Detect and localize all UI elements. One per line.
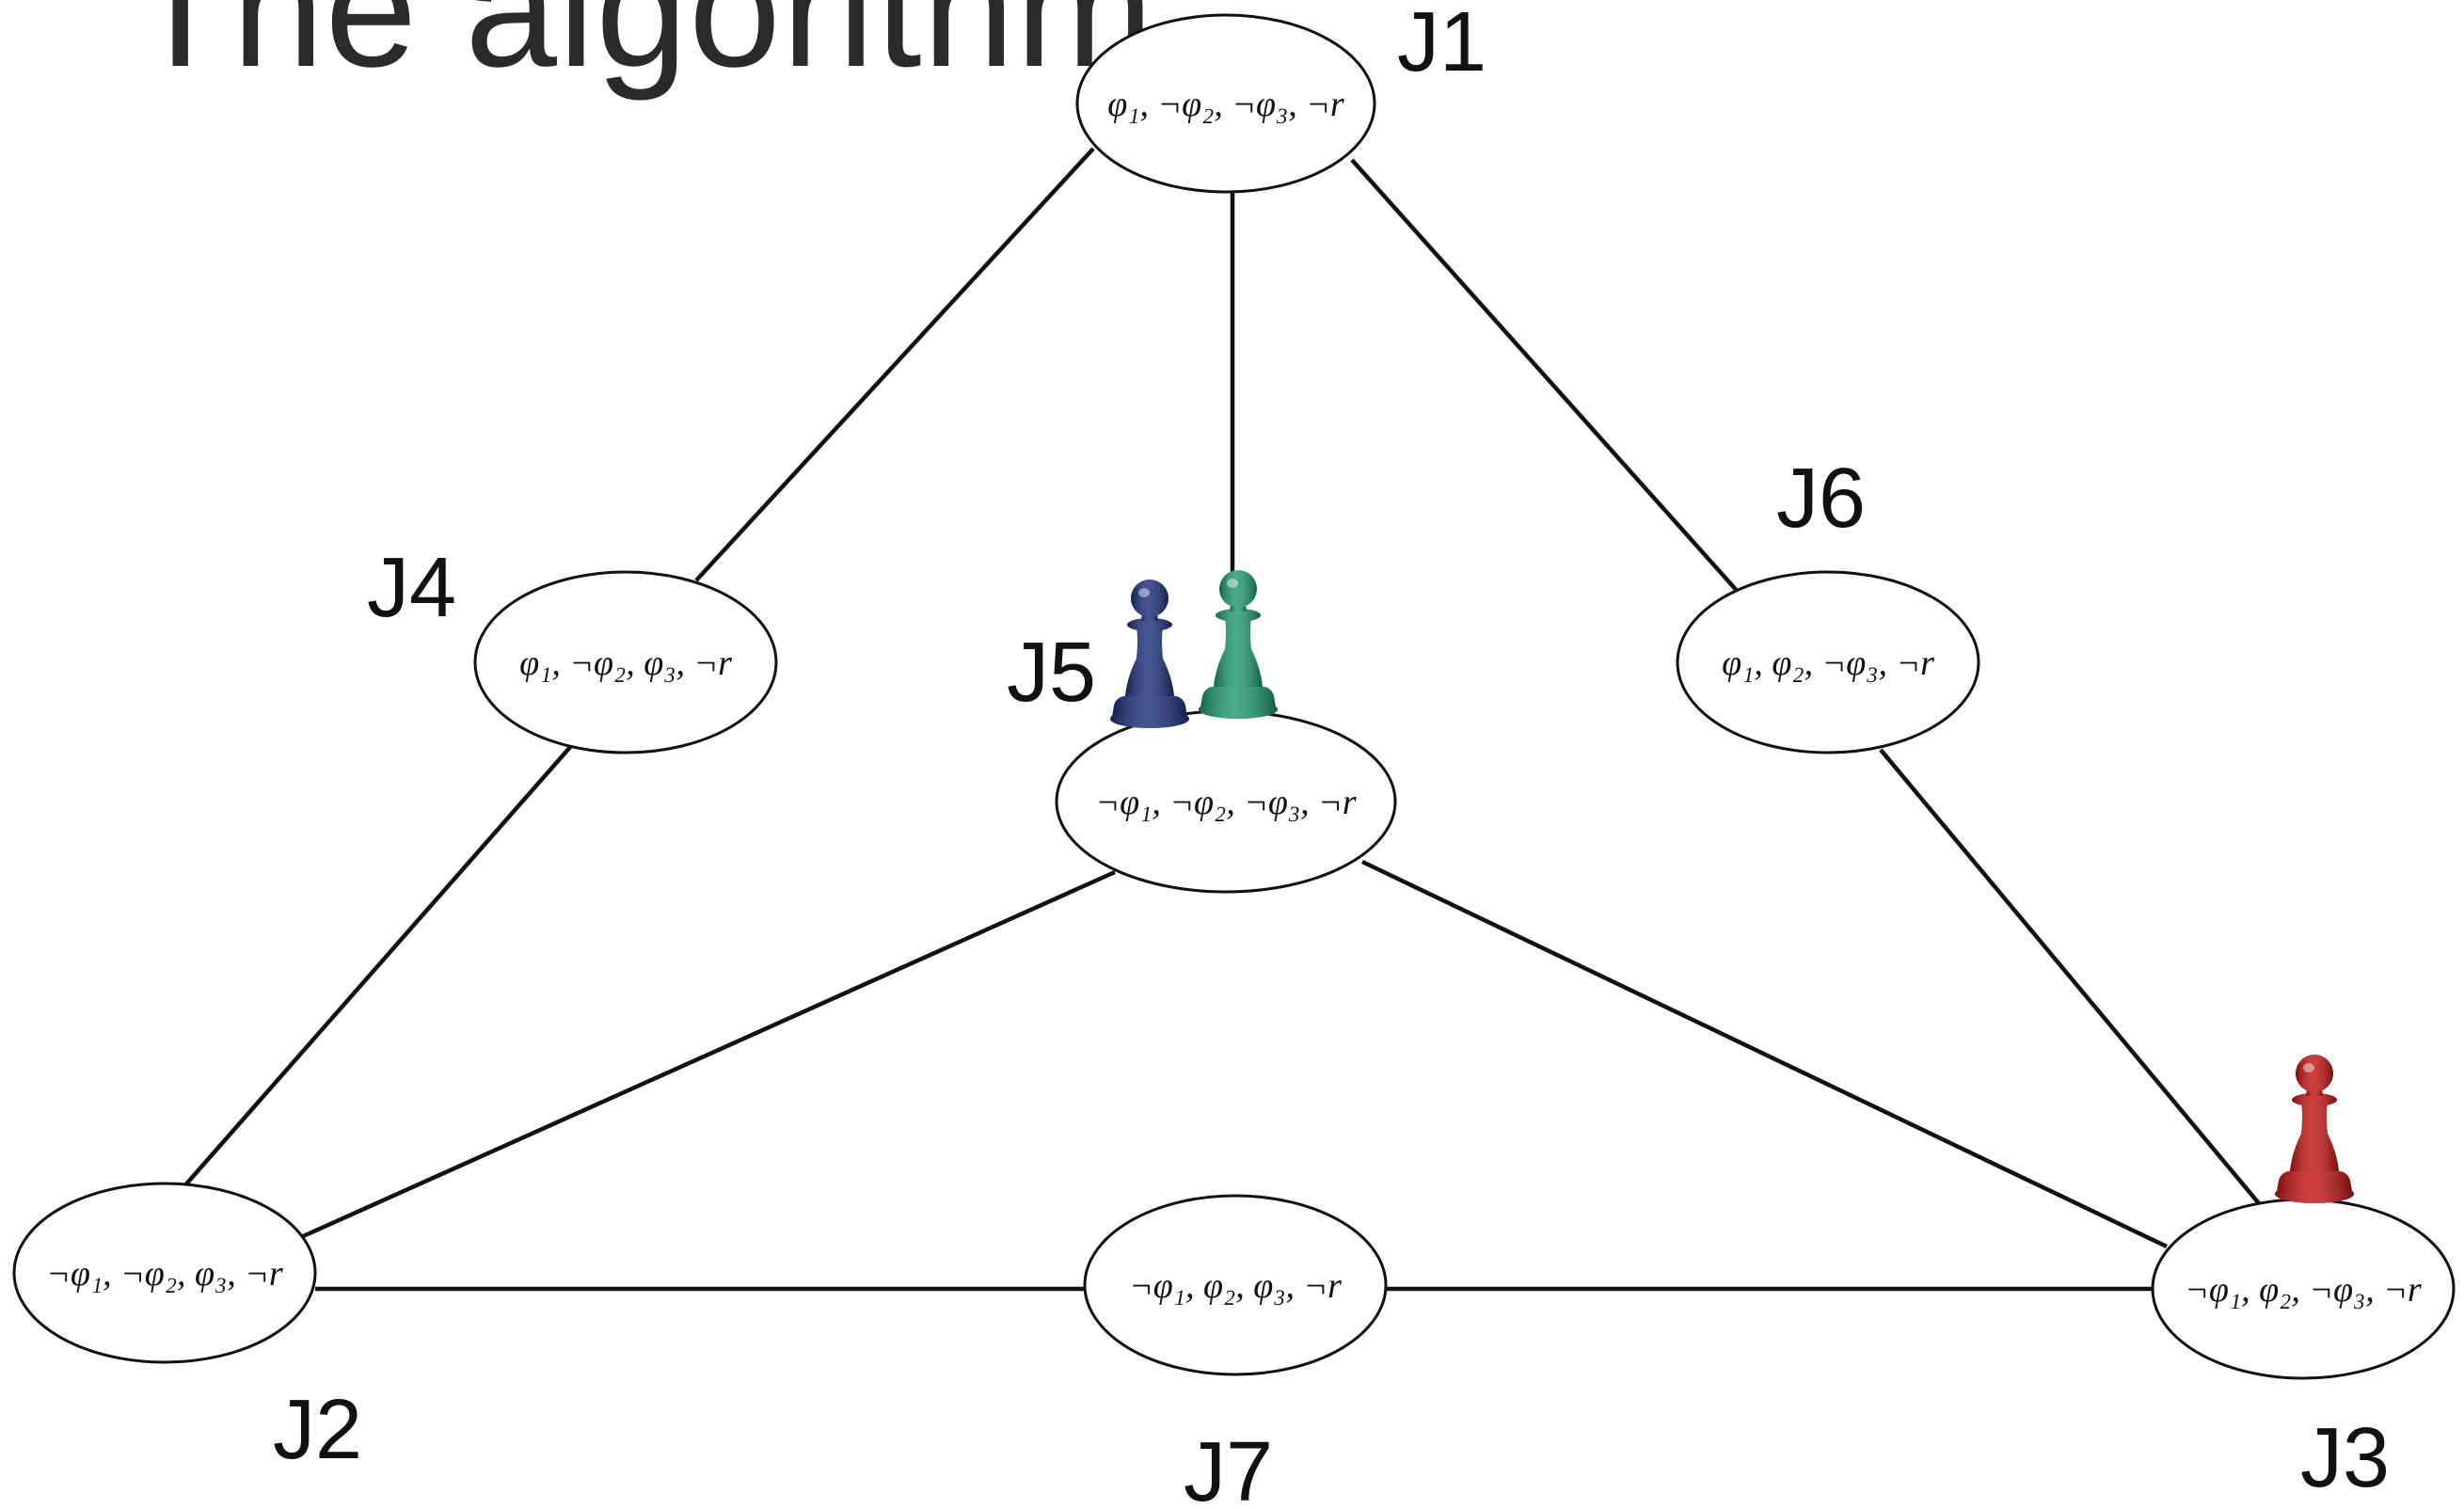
node-ellipse <box>1083 1194 1388 1376</box>
node-j6: φ₁, φ₂, ¬φ₃, ¬r <box>1676 570 1980 754</box>
node-ellipse <box>1676 570 1980 754</box>
pawn-icon <box>1199 570 1278 719</box>
edge-j5-j3 <box>1361 859 2168 1249</box>
pawn-icon <box>2275 1055 2354 1203</box>
node-label-j5: J5 <box>1007 626 1096 720</box>
edge-j5-j2 <box>300 869 1116 1240</box>
pawns <box>1110 570 2354 1203</box>
edge-j1-j6 <box>1350 158 1741 595</box>
node-j5: ¬φ₁, ¬φ₂, ¬φ₃, ¬r <box>1055 709 1397 894</box>
node-ellipse <box>1075 13 1376 194</box>
node-j4: φ₁, ¬φ₂, φ₃, ¬r <box>473 570 778 754</box>
node-j1: φ₁, ¬φ₂, ¬φ₃, ¬r <box>1075 13 1376 194</box>
node-j2: ¬φ₁, ¬φ₂, φ₃, ¬r <box>12 1182 317 1364</box>
node-j7: ¬φ₁, φ₂, φ₃, ¬r <box>1083 1194 1388 1376</box>
node-label-j3: J3 <box>2300 1411 2390 1505</box>
node-label-j6: J6 <box>1776 452 1866 546</box>
node-label-j7: J7 <box>1184 1425 1273 1509</box>
node-label-j4: J4 <box>367 541 456 635</box>
node-ellipse <box>12 1182 317 1364</box>
edge-j4-j2 <box>182 744 573 1189</box>
slide-title: The algorithm <box>130 0 1155 102</box>
node-formula: φ₁, ¬φ₂, ¬φ₃, ¬r <box>1107 85 1344 124</box>
node-label-j2: J2 <box>273 1383 362 1477</box>
node-formula: ¬φ₁, φ₂, ¬φ₃, ¬r <box>2185 1270 2422 1310</box>
edges <box>182 147 2269 1292</box>
node-j3: ¬φ₁, φ₂, ¬φ₃, ¬r <box>2151 1198 2456 1380</box>
nodes: φ₁, ¬φ₂, ¬φ₃, ¬r ¬φ₁, ¬φ₂, φ₃, ¬r ¬φ₁, φ₂,… <box>12 13 2456 1380</box>
node-formula: ¬φ₁, ¬φ₂, φ₃, ¬r <box>46 1254 283 1294</box>
node-formula: φ₁, φ₂, ¬φ₃, ¬r <box>1722 643 1934 683</box>
node-formula: ¬φ₁, φ₂, φ₃, ¬r <box>1129 1266 1342 1306</box>
node-formula: ¬φ₁, ¬φ₂, ¬φ₃, ¬r <box>1095 783 1356 822</box>
node-formula: φ₁, ¬φ₂, φ₃, ¬r <box>519 643 732 683</box>
node-ellipse <box>473 570 778 754</box>
node-label-j1: J1 <box>1397 0 1486 89</box>
edge-j1-j4 <box>694 147 1095 582</box>
pawn-icon <box>1110 580 1189 728</box>
edge-j6-j3 <box>1879 748 2269 1215</box>
